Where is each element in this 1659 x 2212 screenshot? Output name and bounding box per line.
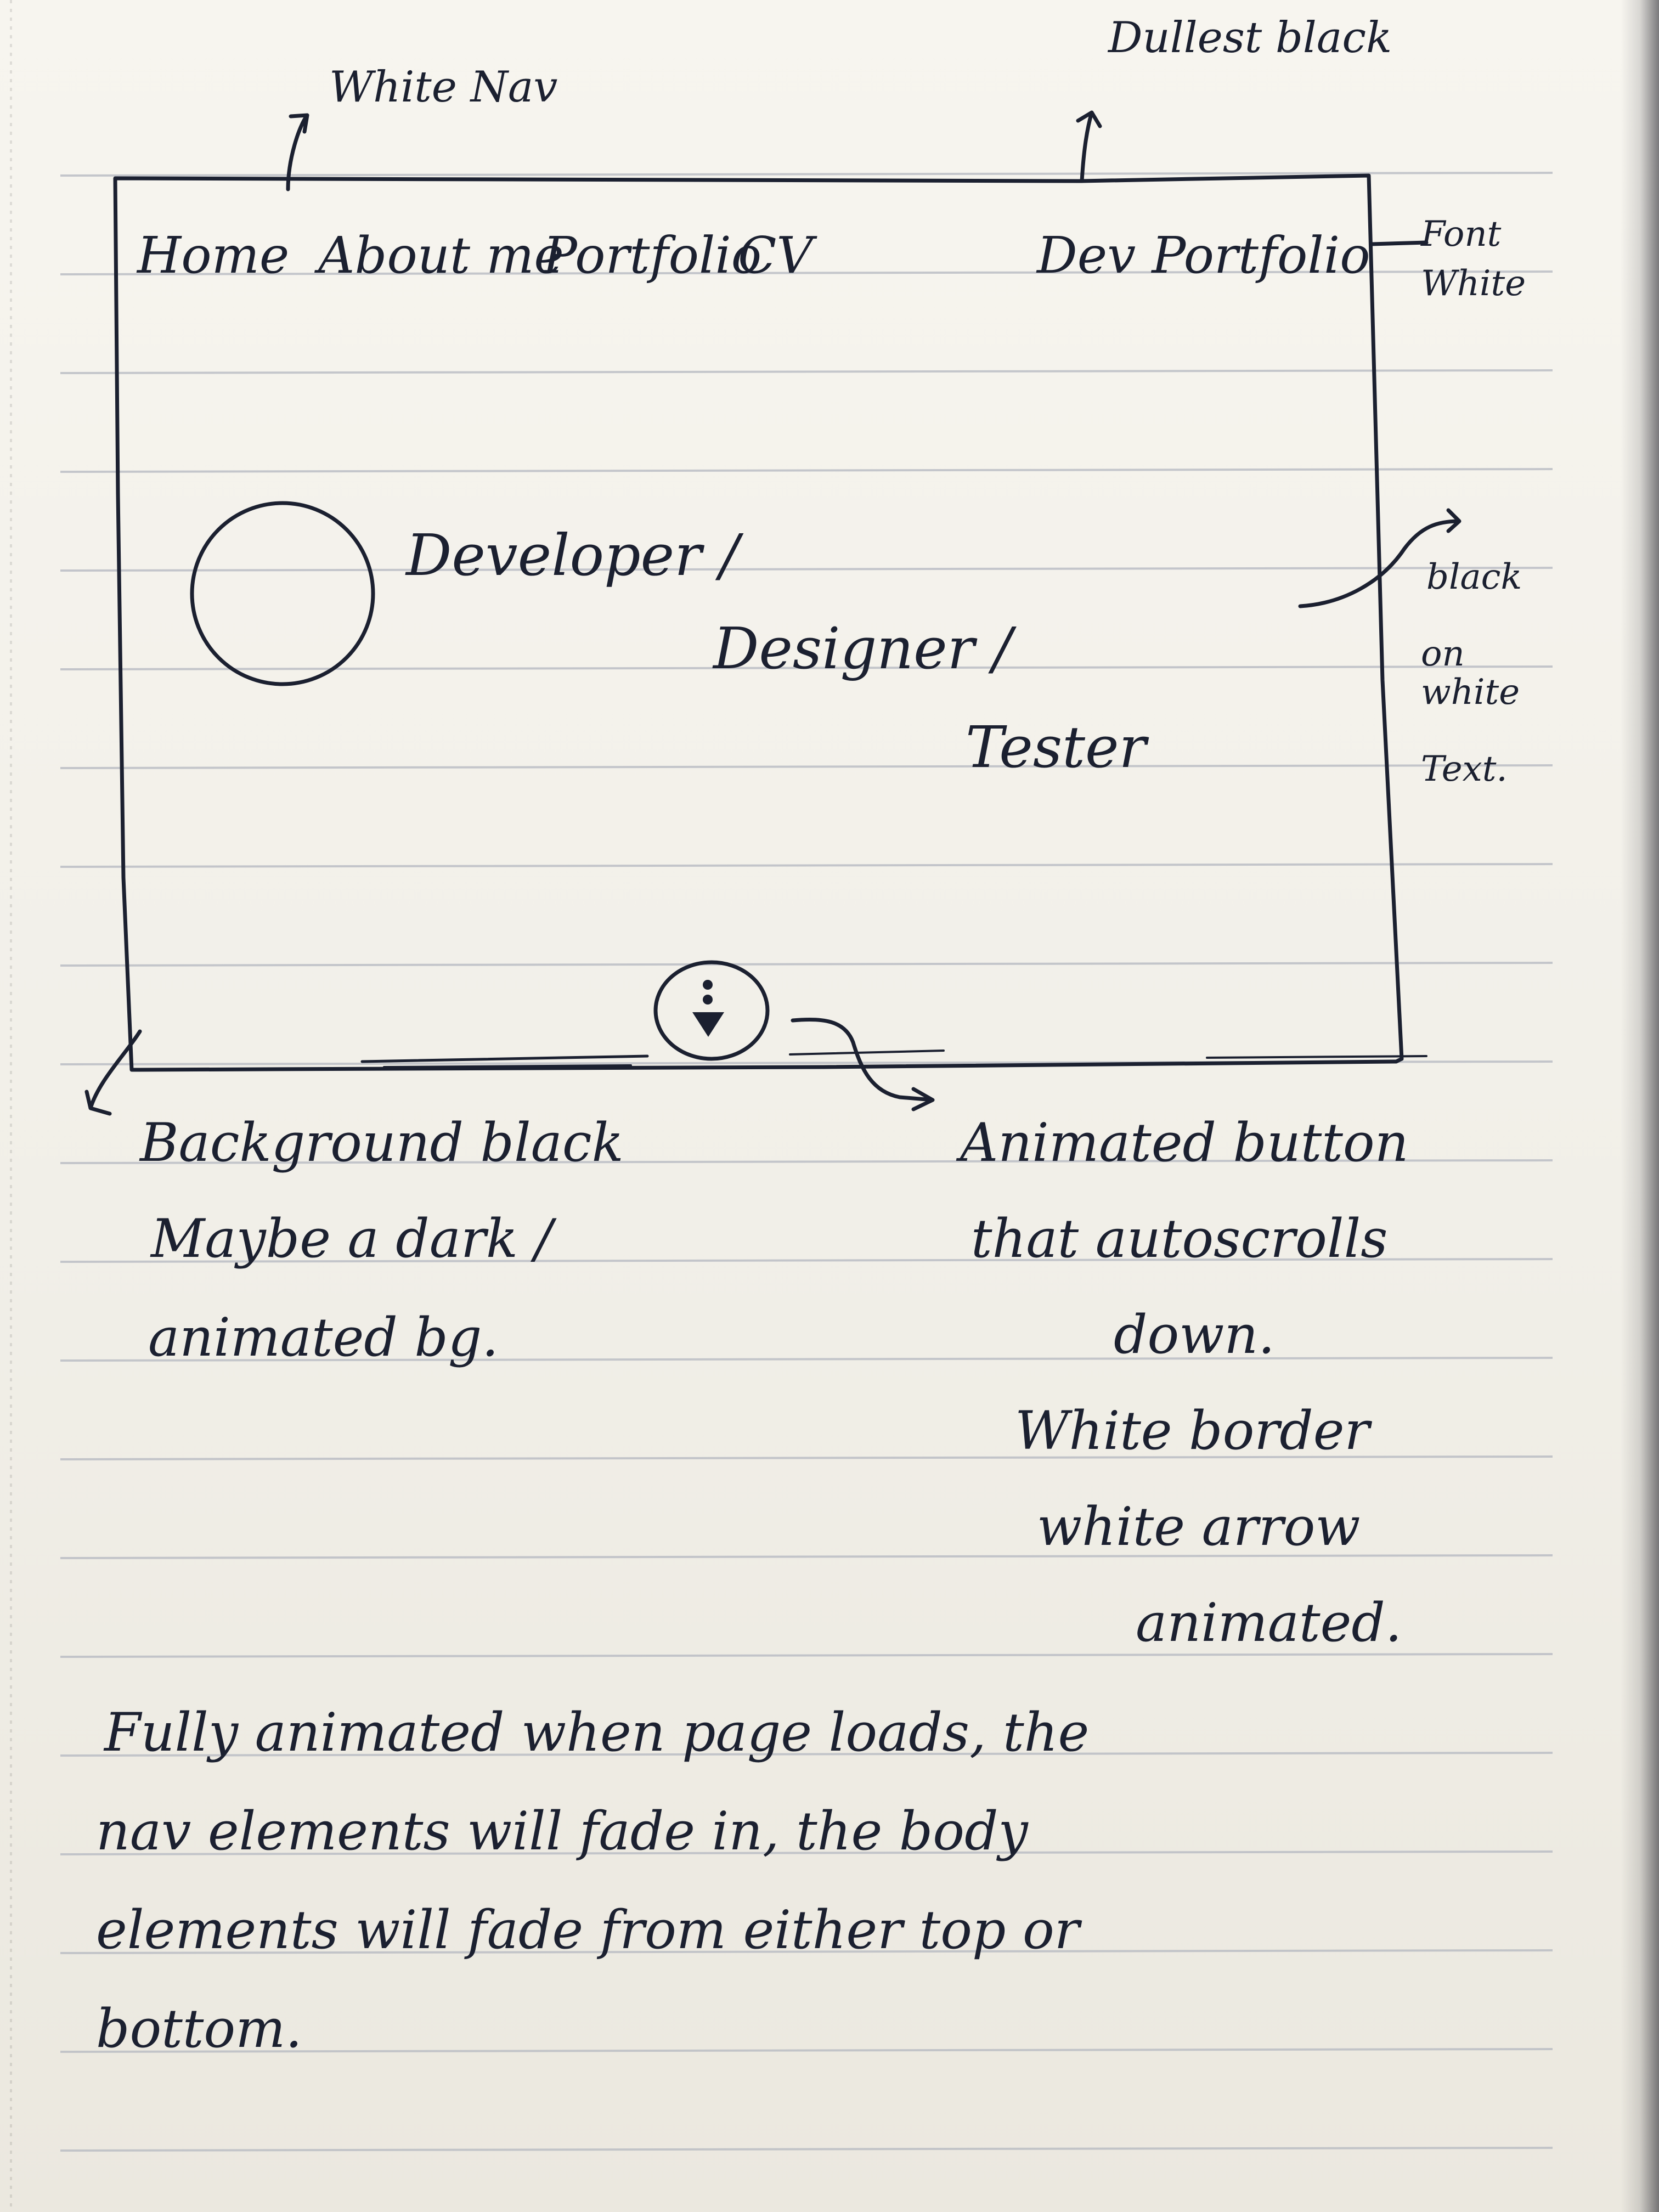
animation-note-line-4: bottom. <box>96 1998 302 2059</box>
annotation-white-2: white <box>1421 672 1520 713</box>
scroll-note-line-3: down. <box>1114 1304 1275 1365</box>
background-note-line-3: animated bg. <box>148 1307 499 1368</box>
hero-role-tester: Tester <box>966 714 1147 781</box>
animation-note-line-3: elements will fade from either top or <box>96 1899 1080 1961</box>
scroll-note-line-6: animated. <box>1136 1592 1402 1654</box>
annotation-nav-colour: White Nav <box>329 63 558 112</box>
scroll-note-line-1: Animated button <box>960 1112 1409 1173</box>
nav-item-about[interactable]: About me <box>318 226 564 285</box>
nav-item-home[interactable]: Home <box>137 226 290 285</box>
background-note-line-1: Background black <box>140 1112 624 1173</box>
annotation-nav-background: Dullest black <box>1108 13 1392 63</box>
scroll-note-line-4: White border <box>1015 1400 1370 1462</box>
background-note-line-2: Maybe a dark / <box>151 1208 552 1269</box>
nav-item-cv[interactable]: CV <box>738 226 813 285</box>
page-edge-shadow <box>1621 0 1659 2212</box>
animation-note-line-2: nav elements will fade in, the body <box>96 1801 1028 1862</box>
scroll-note-line-2: that autoscrolls <box>971 1208 1388 1269</box>
scroll-note-line-5: white arrow <box>1037 1496 1361 1558</box>
annotation-text: Text. <box>1421 749 1508 789</box>
hero-role-developer: Developer / <box>406 522 740 589</box>
nav-brand[interactable]: Dev Portfolio <box>1037 226 1370 285</box>
scroll-down-arrow-icon <box>692 1012 724 1037</box>
avatar-circle-icon <box>190 501 375 686</box>
hero-role-designer: Designer / <box>713 615 1012 682</box>
scroll-down-circle-icon <box>653 960 770 1061</box>
annotation-white: White <box>1421 263 1526 304</box>
annotation-black: black <box>1426 557 1522 597</box>
nav-item-portfolio[interactable]: Portfolio <box>543 226 762 285</box>
animation-note-line-1: Fully animated when page loads, the <box>104 1702 1090 1763</box>
page-perforation <box>10 0 12 2212</box>
wireframe-frame <box>113 173 1404 1072</box>
annotation-on: on <box>1421 634 1465 674</box>
scroll-down-dot-icon <box>703 980 713 990</box>
annotation-font: Font <box>1421 214 1502 255</box>
